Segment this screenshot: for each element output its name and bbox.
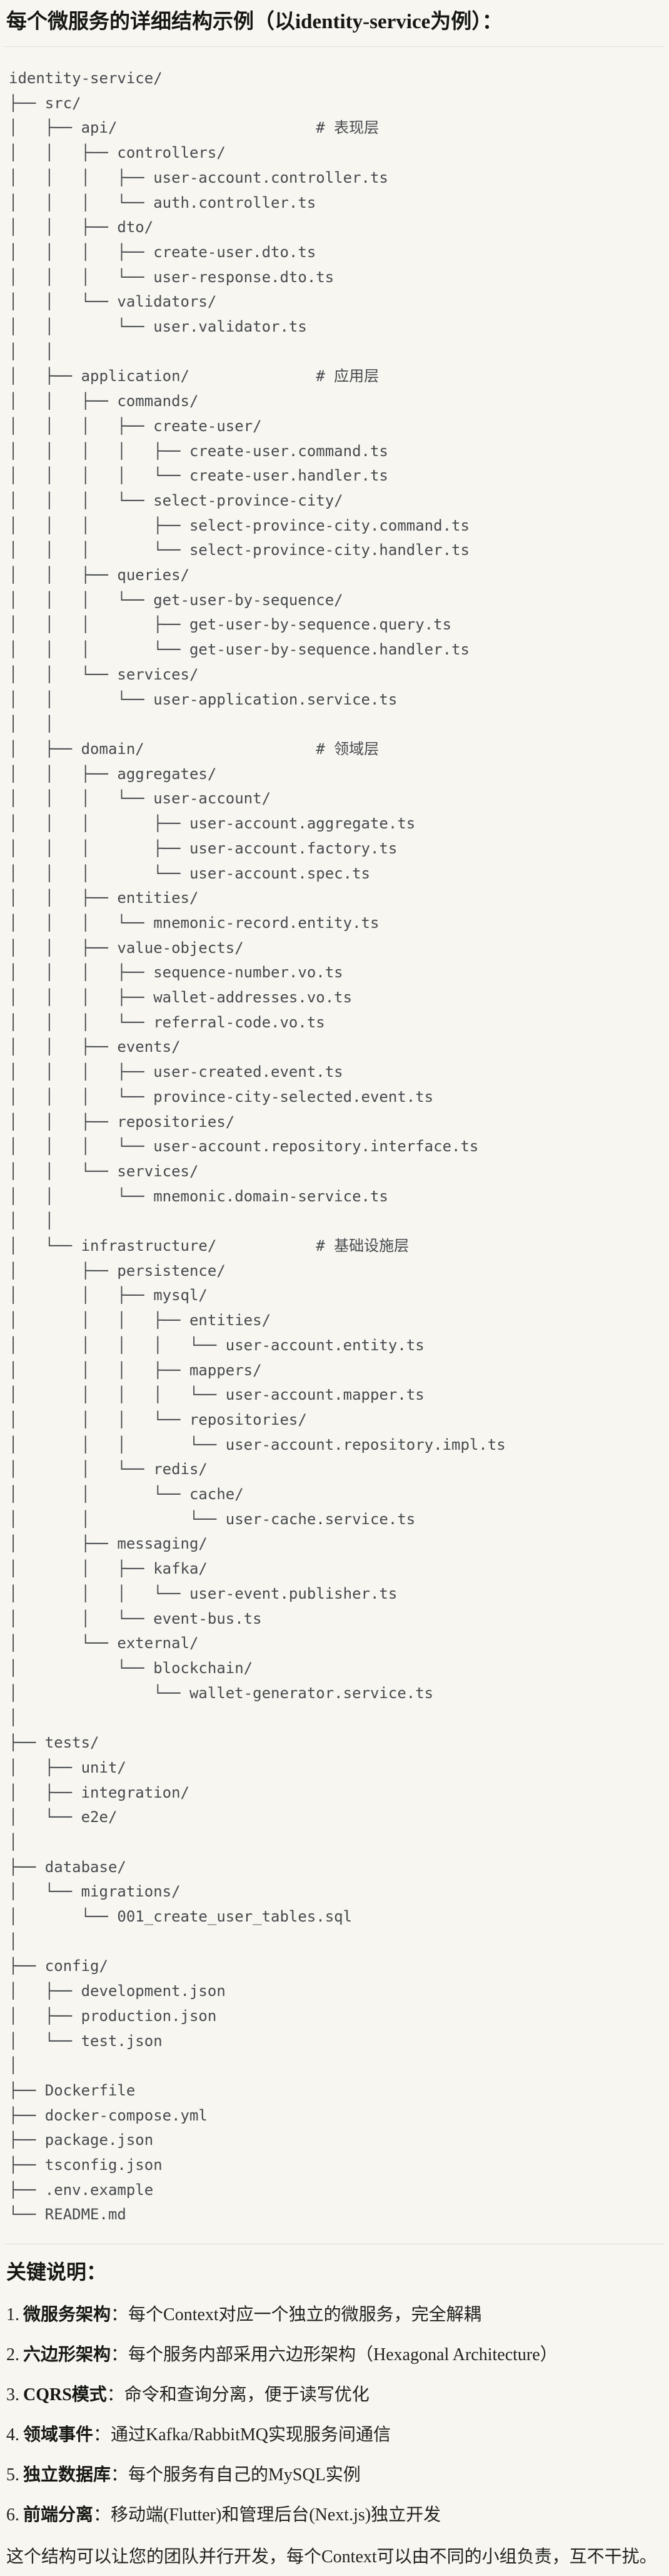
note-text: ：通过Kafka/RabbitMQ实现服务间通信 [93,2425,391,2445]
file-tree: identity-service/ ├── src/ │ ├── api/ # … [5,47,664,2245]
note-text: ：每个Context对应一个独立的微服务，完全解耦 [111,2305,481,2325]
note-text: ：每个服务内部采用六边形架构（Hexagonal Architecture） [111,2345,558,2365]
note-number: 4. [6,2425,19,2445]
note-item: 2.六边形架构：每个服务内部采用六边形架构（Hexagonal Architec… [6,2346,663,2365]
note-number: 2. [6,2345,19,2365]
note-label: 前端分离 [23,2505,94,2525]
note-label: CQRS模式 [23,2385,107,2405]
note-number: 3. [6,2385,19,2405]
note-label: 领域事件 [23,2425,94,2445]
note-item: 4.领域事件：通过Kafka/RabbitMQ实现服务间通信 [6,2426,663,2445]
note-label: 微服务架构 [23,2305,111,2325]
note-label: 独立数据库 [23,2465,111,2485]
note-text: ：命令和查询分离，便于读写优化 [106,2385,370,2405]
note-item: 5.独立数据库：每个服务有自己的MySQL实例 [6,2466,663,2485]
note-text: ：移动端(Flutter)和管理后台(Next.js)独立开发 [93,2505,441,2525]
notes-list: 1.微服务架构：每个Context对应一个独立的微服务，完全解耦 2.六边形架构… [5,2306,664,2525]
note-item: 6.前端分离：移动端(Flutter)和管理后台(Next.js)独立开发 [6,2506,663,2525]
note-text: ：每个服务有自己的MySQL实例 [111,2465,361,2485]
note-number: 1. [6,2305,19,2325]
closing-paragraph: 这个结构可以让您的团队并行开发，每个Context可以由不同的小组负责，互不干扰… [6,2547,657,2567]
note-label: 六边形架构 [23,2345,111,2365]
note-item: 1.微服务架构：每个Context对应一个独立的微服务，完全解耦 [6,2306,663,2324]
note-item: 3.CQRS模式：命令和查询分离，便于读写优化 [6,2386,663,2405]
notes-heading: 关键说明： [6,2261,107,2284]
note-number: 5. [6,2465,19,2485]
top-divider [5,46,664,47]
page-title: 每个微服务的详细结构示例（以identity-service为例）： [6,11,503,33]
note-number: 6. [6,2505,19,2525]
